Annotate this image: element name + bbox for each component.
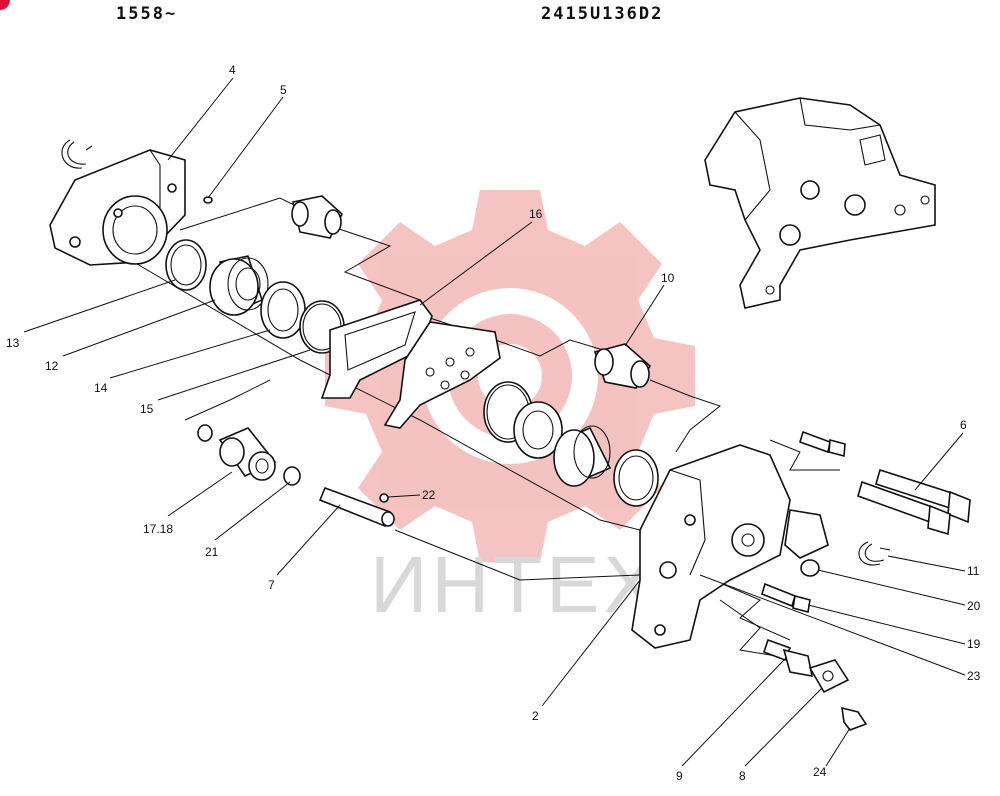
callout-24: 24 xyxy=(813,727,851,779)
bleeder-19 xyxy=(761,582,811,613)
caliper-body-left xyxy=(49,149,186,266)
piston-left xyxy=(209,255,269,316)
washer-8 xyxy=(808,659,850,694)
svg-text:19: 19 xyxy=(967,637,981,651)
svg-text:17.18: 17.18 xyxy=(143,522,173,536)
svg-text:8: 8 xyxy=(739,769,746,783)
svg-text:20: 20 xyxy=(967,599,981,613)
piston-right xyxy=(553,425,612,487)
svg-text:9: 9 xyxy=(676,769,683,783)
seal-ring-right xyxy=(613,449,659,507)
callout-23: 23 xyxy=(699,574,981,683)
brake-pad-inner xyxy=(383,321,501,429)
bushing-10 xyxy=(593,343,652,389)
screw-24 xyxy=(841,706,868,731)
part-number-label: 2415U136D2 xyxy=(541,4,664,24)
callout-2: 2 xyxy=(532,579,641,723)
callout-4: 4 xyxy=(167,63,236,161)
callout-13: 13 xyxy=(6,279,176,350)
svg-text:6: 6 xyxy=(960,418,967,432)
callout-22: 22 xyxy=(387,488,436,502)
callout-5: 5 xyxy=(207,83,287,199)
o-ring-22 xyxy=(379,493,389,503)
svg-text:7: 7 xyxy=(268,578,275,592)
svg-text:23: 23 xyxy=(967,669,981,683)
callout-12: 12 xyxy=(45,299,216,373)
snap-ring-11 xyxy=(858,541,891,566)
bolt-9 xyxy=(762,638,814,677)
bushing-17-18 xyxy=(218,427,277,481)
svg-text:12: 12 xyxy=(45,359,59,373)
o-ring-5 xyxy=(203,196,213,204)
callout-10: 10 xyxy=(624,271,675,347)
callout-19: 19 xyxy=(807,604,981,651)
callout-7: 7 xyxy=(268,504,341,592)
callout-14: 14 xyxy=(94,329,271,395)
svg-text:10: 10 xyxy=(661,271,675,285)
svg-text:24: 24 xyxy=(813,765,827,779)
o-ring-21 xyxy=(283,466,301,486)
svg-text:21: 21 xyxy=(205,545,219,559)
guide-pin-7 xyxy=(318,486,395,528)
svg-text:14: 14 xyxy=(94,381,108,395)
callout-20: 20 xyxy=(817,569,981,613)
svg-text:4: 4 xyxy=(229,63,236,77)
svg-text:22: 22 xyxy=(422,488,436,502)
callout-11: 11 xyxy=(887,555,980,578)
callout-17-18: 17.18 xyxy=(143,471,233,536)
svg-text:15: 15 xyxy=(140,402,154,416)
svg-text:16: 16 xyxy=(529,207,543,221)
callout-16: 16 xyxy=(419,207,543,306)
callout-8: 8 xyxy=(739,687,823,783)
bushing-top xyxy=(291,195,343,239)
callout-6: 6 xyxy=(914,418,967,491)
assembled-caliper xyxy=(704,97,936,309)
svg-text:13: 13 xyxy=(6,336,20,350)
watermark-text: ИНТЕХ xyxy=(370,540,661,629)
svg-text:5: 5 xyxy=(280,83,287,97)
o-ring-left xyxy=(197,424,213,442)
corner-mark xyxy=(0,0,10,10)
cap-20 xyxy=(800,559,820,577)
brake-pad-outer xyxy=(320,299,433,399)
callout-21: 21 xyxy=(205,481,291,559)
snap-ring-left xyxy=(61,139,93,169)
caliper-housing-right xyxy=(631,444,829,649)
svg-text:2: 2 xyxy=(532,709,539,723)
svg-text:11: 11 xyxy=(967,564,980,578)
serial-range-label: 1558~ xyxy=(116,4,178,24)
callout-9: 9 xyxy=(676,659,785,783)
callout-15: 15 xyxy=(140,349,311,416)
bleeder-top xyxy=(799,430,846,458)
seal-ring-13 xyxy=(165,239,207,291)
boot-right xyxy=(513,401,563,459)
bolt-6-lower xyxy=(857,480,951,536)
